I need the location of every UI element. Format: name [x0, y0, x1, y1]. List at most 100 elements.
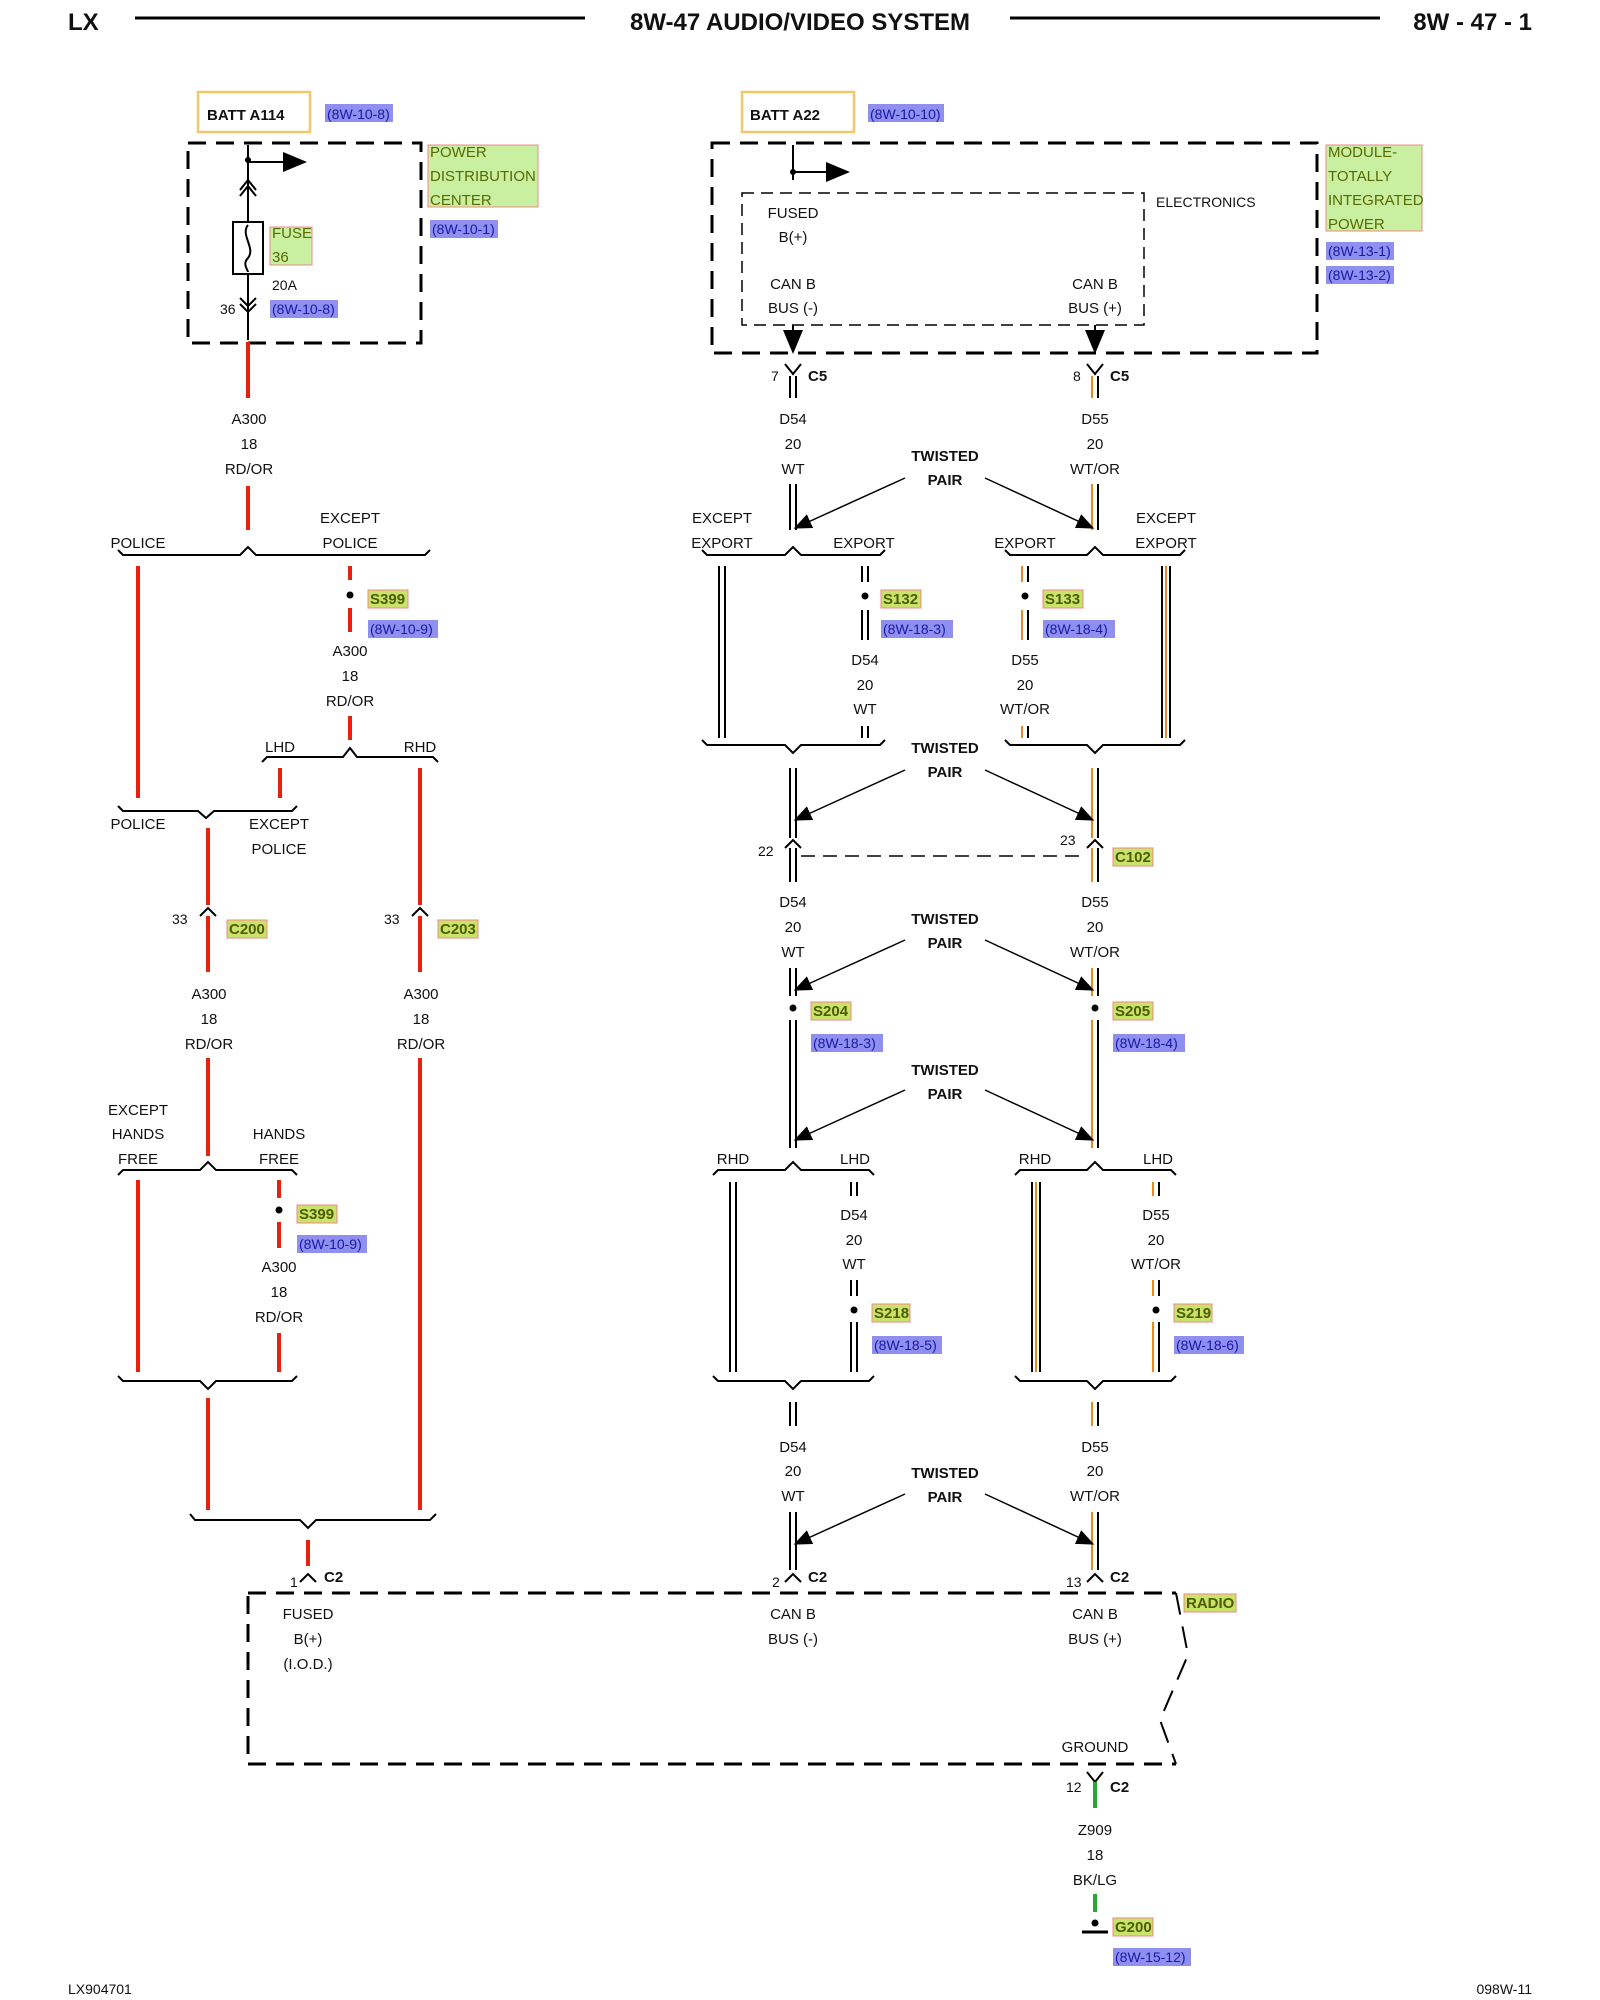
d54-exp-gauge: 20: [857, 677, 874, 694]
c200-wire-name: A300: [191, 986, 226, 1003]
twisted-pair-5b: PAIR: [928, 1489, 963, 1506]
c2-pin-1: 1: [290, 1574, 298, 1590]
s399-ref[interactable]: (8W-10-9): [370, 621, 433, 637]
s218-ref[interactable]: (8W-18-5): [874, 1337, 937, 1353]
radio-fused-b: FUSED: [283, 1606, 334, 1623]
z909-name: Z909: [1078, 1822, 1112, 1839]
s205-ref[interactable]: (8W-18-4): [1115, 1035, 1178, 1051]
canb-pos-sub: BUS (+): [1068, 300, 1122, 317]
a300-color: RD/OR: [225, 461, 274, 478]
module-ref-1[interactable]: (8W-13-1): [1328, 243, 1391, 259]
fused-b-sub: B(+): [779, 229, 808, 246]
s219-label: S219: [1176, 1305, 1211, 1322]
radio-iod: (I.O.D.): [283, 1656, 332, 1673]
d55-top-name: D55: [1081, 411, 1109, 428]
c200-wire-color: RD/OR: [185, 1036, 234, 1053]
c2-label-1: C2: [324, 1569, 343, 1586]
d54-mid-color: WT: [781, 944, 804, 961]
d55-mid-gauge: 20: [1087, 919, 1104, 936]
d55-lhd-color: WT/OR: [1131, 1256, 1181, 1273]
s399b-ref[interactable]: (8W-10-9): [299, 1236, 362, 1252]
module-label-1: MODULE-: [1328, 144, 1397, 161]
d54-top-name: D54: [779, 411, 807, 428]
d54-exp-name: D54: [851, 652, 879, 669]
split1-police: POLICE: [110, 535, 165, 552]
s132-label: S132: [883, 591, 918, 608]
c203-wire-gauge: 18: [413, 1011, 430, 1028]
s204-ref[interactable]: (8W-18-3): [813, 1035, 876, 1051]
c5-label-right: C5: [1110, 368, 1129, 385]
c2-pin-2: 2: [772, 1574, 780, 1590]
header-right: 8W - 47 - 1: [1413, 9, 1532, 36]
c102-pin-23: 23: [1060, 832, 1076, 848]
export-except-2: EXPORT: [691, 535, 752, 552]
d55-lhd: LHD: [1143, 1151, 1173, 1168]
d54-lhd-gauge: 20: [846, 1232, 863, 1249]
c5-pin-8: 8: [1073, 368, 1081, 384]
pdc-label-3: CENTER: [430, 192, 492, 209]
s219-ref[interactable]: (8W-18-6): [1176, 1337, 1239, 1353]
d54-bot-gauge: 20: [785, 1463, 802, 1480]
s133-ref[interactable]: (8W-18-4): [1045, 621, 1108, 637]
fuse-pin: 36: [220, 301, 236, 317]
twisted-pair-4b: PAIR: [928, 1086, 963, 1103]
tipm-box: [710, 141, 1319, 355]
d55-rhd: RHD: [1019, 1151, 1052, 1168]
d55-top-gauge: 20: [1087, 436, 1104, 453]
s218-label: S218: [874, 1305, 909, 1322]
d55-lhd-name: D55: [1142, 1207, 1170, 1224]
z909-gauge: 18: [1087, 1847, 1104, 1864]
module-label-2: TOTALLY: [1328, 168, 1392, 185]
merge1-except-police: POLICE: [251, 841, 306, 858]
module-ref-2[interactable]: (8W-13-2): [1328, 267, 1391, 283]
c203-pin: 33: [384, 911, 400, 927]
export-except-4: EXPORT: [1135, 535, 1196, 552]
d54-mid-gauge: 20: [785, 919, 802, 936]
radio-ground: GROUND: [1062, 1739, 1129, 1756]
c102-label: C102: [1115, 849, 1151, 866]
c2-label-3: C2: [1110, 1569, 1129, 1586]
canb-pos-label: CAN B: [1072, 276, 1118, 293]
twisted-pair-2b: PAIR: [928, 764, 963, 781]
fuse-amp: 20A: [272, 277, 298, 293]
c203-label: C203: [440, 921, 476, 938]
batt-a22-ref[interactable]: (8W-10-10): [870, 106, 941, 122]
hands-except: EXCEPT: [108, 1102, 168, 1119]
c2-pin-12: 12: [1066, 1779, 1082, 1795]
fuse-label: FUSE: [272, 225, 312, 242]
c203-wire-name: A300: [403, 986, 438, 1003]
d55-mid-name: D55: [1081, 894, 1109, 911]
radio-box-edge: [1158, 1592, 1190, 1765]
c102-pin-22: 22: [758, 843, 774, 859]
c5-pin-7: 7: [771, 368, 779, 384]
header-left: LX: [68, 9, 99, 36]
twisted-pair-5a: TWISTED: [911, 1465, 979, 1482]
c2-label-2: C2: [808, 1569, 827, 1586]
d54-lhd-name: D54: [840, 1207, 868, 1224]
d54-top-color: WT: [781, 461, 804, 478]
twisted-pair-3b: PAIR: [928, 935, 963, 952]
pdc-ref[interactable]: (8W-10-1): [432, 221, 495, 237]
d55-bot-gauge: 20: [1087, 1463, 1104, 1480]
page-title: 8W-47 AUDIO/VIDEO SYSTEM: [630, 9, 970, 36]
fuse-ref[interactable]: (8W-10-8): [272, 301, 335, 317]
module-label-3: INTEGRATED: [1328, 192, 1424, 209]
canb-neg-label: CAN B: [770, 276, 816, 293]
s132-ref[interactable]: (8W-18-3): [883, 621, 946, 637]
twisted-pair-1b: PAIR: [928, 472, 963, 489]
merge1-police: POLICE: [110, 816, 165, 833]
d54-exp-color: WT: [853, 701, 876, 718]
pdc-box: [186, 141, 423, 345]
s204-label: S204: [813, 1003, 849, 1020]
electronics-label: ELECTRONICS: [1156, 194, 1256, 210]
canb-neg-sub: BUS (-): [768, 300, 818, 317]
pdc-label-1: POWER: [430, 144, 487, 161]
export-except-1: EXCEPT: [692, 510, 752, 527]
g200-ref[interactable]: (8W-15-12): [1115, 1949, 1186, 1965]
d54-bot-color: WT: [781, 1488, 804, 1505]
fused-b-label: FUSED: [768, 205, 819, 222]
radio-canb-pos: CAN B: [1072, 1606, 1118, 1623]
radio-fused-b-sub: B(+): [294, 1631, 323, 1648]
batt-a114-ref[interactable]: (8W-10-8): [327, 106, 390, 122]
